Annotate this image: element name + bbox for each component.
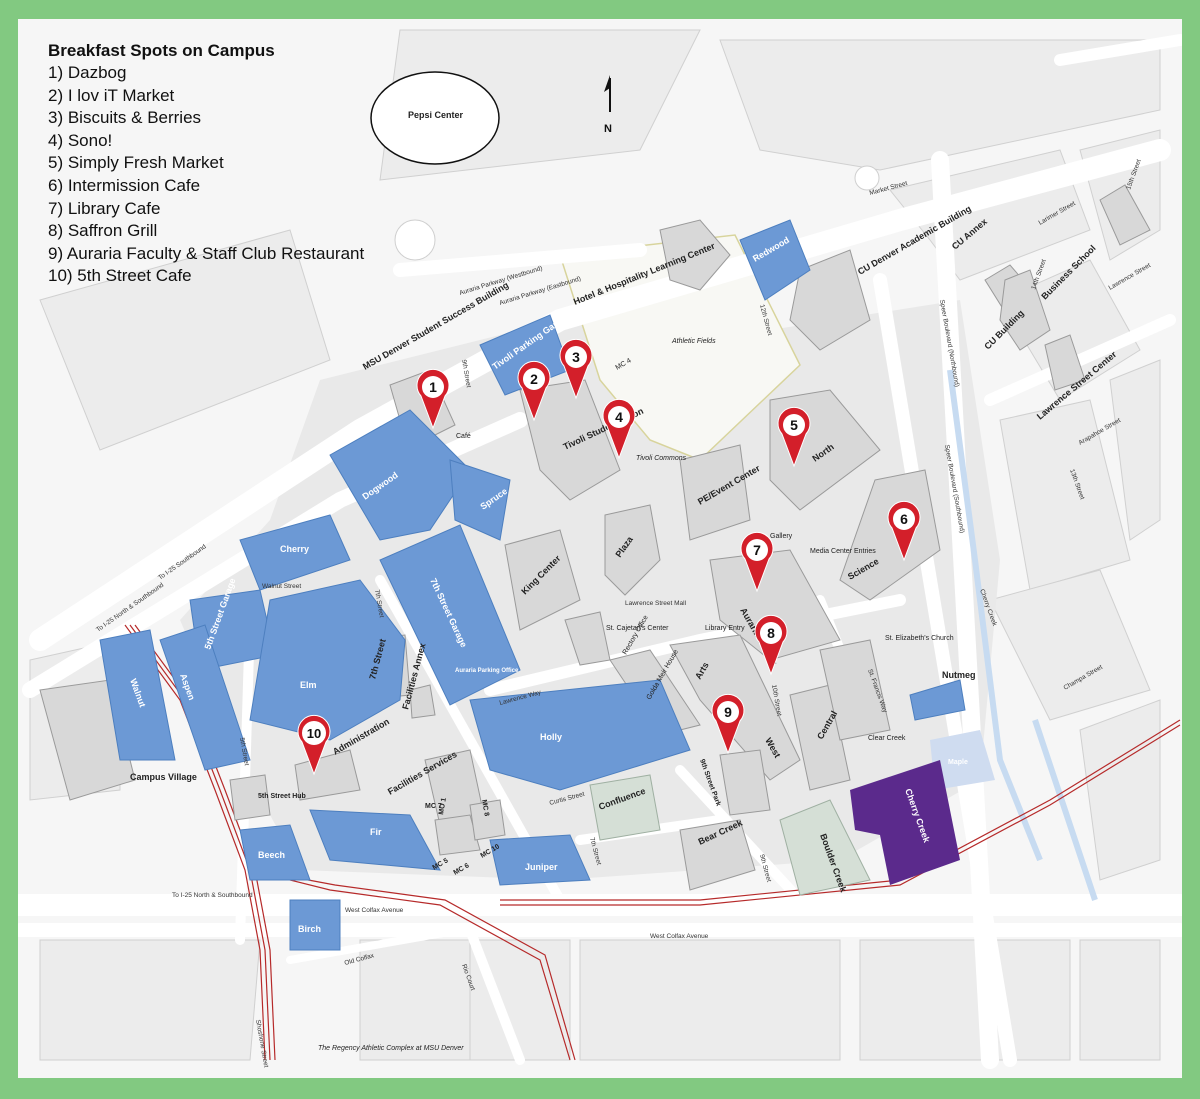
marker-1[interactable]: 1 bbox=[416, 368, 450, 430]
legend-item-3: 3) Biscuits & Berries bbox=[48, 108, 202, 128]
label-cafe: Café bbox=[456, 433, 471, 440]
street-9th: 9th Street bbox=[460, 359, 472, 388]
street-walnut: Walnut Street bbox=[262, 583, 301, 590]
label-nutmeg: Nutmeg bbox=[942, 670, 976, 680]
street-5th: 5th Street bbox=[238, 737, 250, 766]
label-hub: 5th Street Hub bbox=[258, 793, 306, 800]
label-athletic-fields: Athletic Fields bbox=[671, 338, 716, 345]
legend-item-1: 1) Dazbog bbox=[48, 63, 127, 82]
label-holly: Holly bbox=[540, 732, 562, 742]
label-clear-creek: Clear Creek bbox=[868, 735, 906, 742]
marker-8[interactable]: 8 bbox=[754, 614, 788, 676]
label-elm: Elm bbox=[300, 680, 317, 690]
marker-2-label: 2 bbox=[530, 371, 538, 387]
marker-7-label: 7 bbox=[753, 542, 761, 558]
legend-title: Breakfast Spots on Campus bbox=[48, 41, 275, 60]
campus-map[interactable]: N Pepsi Center Redwood Tivoli Parking Ga… bbox=[18, 19, 1182, 1078]
location-markers: 1 2 3 4 bbox=[297, 338, 921, 776]
label-mo1: MO 1 bbox=[438, 797, 448, 815]
label-beech: Beech bbox=[258, 850, 285, 860]
maple-building bbox=[930, 730, 995, 790]
label-mc7: MC 7 bbox=[425, 803, 442, 810]
label-cajetan: St. Cajetan's Center bbox=[606, 625, 669, 632]
label-pepsi-center: Pepsi Center bbox=[408, 110, 464, 120]
marker-3-label: 3 bbox=[572, 349, 580, 365]
marker-5[interactable]: 5 bbox=[777, 406, 811, 468]
label-maple: Maple bbox=[948, 759, 968, 766]
marker-2[interactable]: 2 bbox=[517, 360, 551, 422]
street-colfax-2: West Colfax Avenue bbox=[650, 933, 709, 940]
legend-item-6: 6) Intermission Cafe bbox=[48, 175, 201, 195]
marker-4[interactable]: 4 bbox=[602, 398, 636, 460]
label-elizabeth: St. Elizabeth's Church bbox=[885, 635, 954, 642]
legend-item-10: 10) 5th Street Cafe bbox=[48, 266, 192, 286]
roads bbox=[18, 34, 1182, 1069]
street-i25-ns-2: To I-25 North & Southbound bbox=[172, 892, 253, 899]
label-cherry: Cherry bbox=[280, 544, 309, 554]
roundabouts bbox=[394, 165, 880, 261]
marker-9-label: 9 bbox=[724, 704, 732, 720]
north-arrow-icon bbox=[604, 75, 611, 112]
legend-item-2: 2) I lov iT Market bbox=[48, 85, 175, 105]
marker-1-label: 1 bbox=[429, 379, 437, 395]
pepsi-center bbox=[370, 71, 500, 165]
marker-5-label: 5 bbox=[790, 417, 798, 433]
marker-9[interactable]: 9 bbox=[711, 693, 745, 755]
label-birch: Birch bbox=[298, 924, 321, 934]
street-7th: 7th Street bbox=[373, 589, 385, 618]
marker-10[interactable]: 10 bbox=[297, 714, 331, 776]
legend-item-5: 5) Simply Fresh Market bbox=[48, 153, 224, 173]
label-library-entry: Library Entry bbox=[705, 625, 745, 632]
north-label: N bbox=[604, 123, 612, 135]
label-campus-village: Campus Village bbox=[130, 772, 197, 782]
marker-6[interactable]: 6 bbox=[887, 500, 921, 562]
label-regency: The Regency Athletic Complex at MSU Denv… bbox=[318, 1045, 464, 1052]
street-colfax: West Colfax Avenue bbox=[345, 907, 404, 914]
label-gallery: Gallery bbox=[770, 533, 793, 540]
street-lawrence-mall: Lawrence Street Mall bbox=[625, 600, 687, 607]
legend: Breakfast Spots on Campus 1) Dazbog 2) I… bbox=[48, 41, 364, 288]
label-media-center: Media Center Entries bbox=[810, 548, 876, 555]
marker-8-label: 8 bbox=[767, 625, 775, 641]
label-mc8: MC 8 bbox=[480, 799, 490, 817]
creek-channel bbox=[947, 369, 1098, 901]
label-tivoli-commons: Tivoli Commons bbox=[636, 455, 687, 462]
legend-item-7: 7) Library Cafe bbox=[48, 198, 161, 218]
marker-10-label: 10 bbox=[307, 726, 321, 741]
blue-buildings bbox=[99, 219, 966, 951]
map-canvas: N Pepsi Center Redwood Tivoli Parking Ga… bbox=[18, 19, 1182, 1078]
marker-7[interactable]: 7 bbox=[740, 531, 774, 593]
label-juniper: Juniper bbox=[525, 862, 558, 872]
marker-4-label: 4 bbox=[615, 409, 623, 425]
marker-6-label: 6 bbox=[900, 511, 908, 527]
label-parking-office: Auraria Parking Office bbox=[455, 668, 519, 674]
legend-item-8: 8) Saffron Grill bbox=[48, 221, 158, 241]
green-buildings bbox=[589, 774, 871, 896]
cherry-creek-building bbox=[850, 760, 960, 885]
label-fir: Fir bbox=[370, 827, 382, 837]
marker-3[interactable]: 3 bbox=[559, 338, 593, 400]
legend-item-4: 4) Sono! bbox=[48, 130, 113, 150]
legend-item-9: 9) Auraria Faculty & Staff Club Restaura… bbox=[48, 243, 365, 263]
